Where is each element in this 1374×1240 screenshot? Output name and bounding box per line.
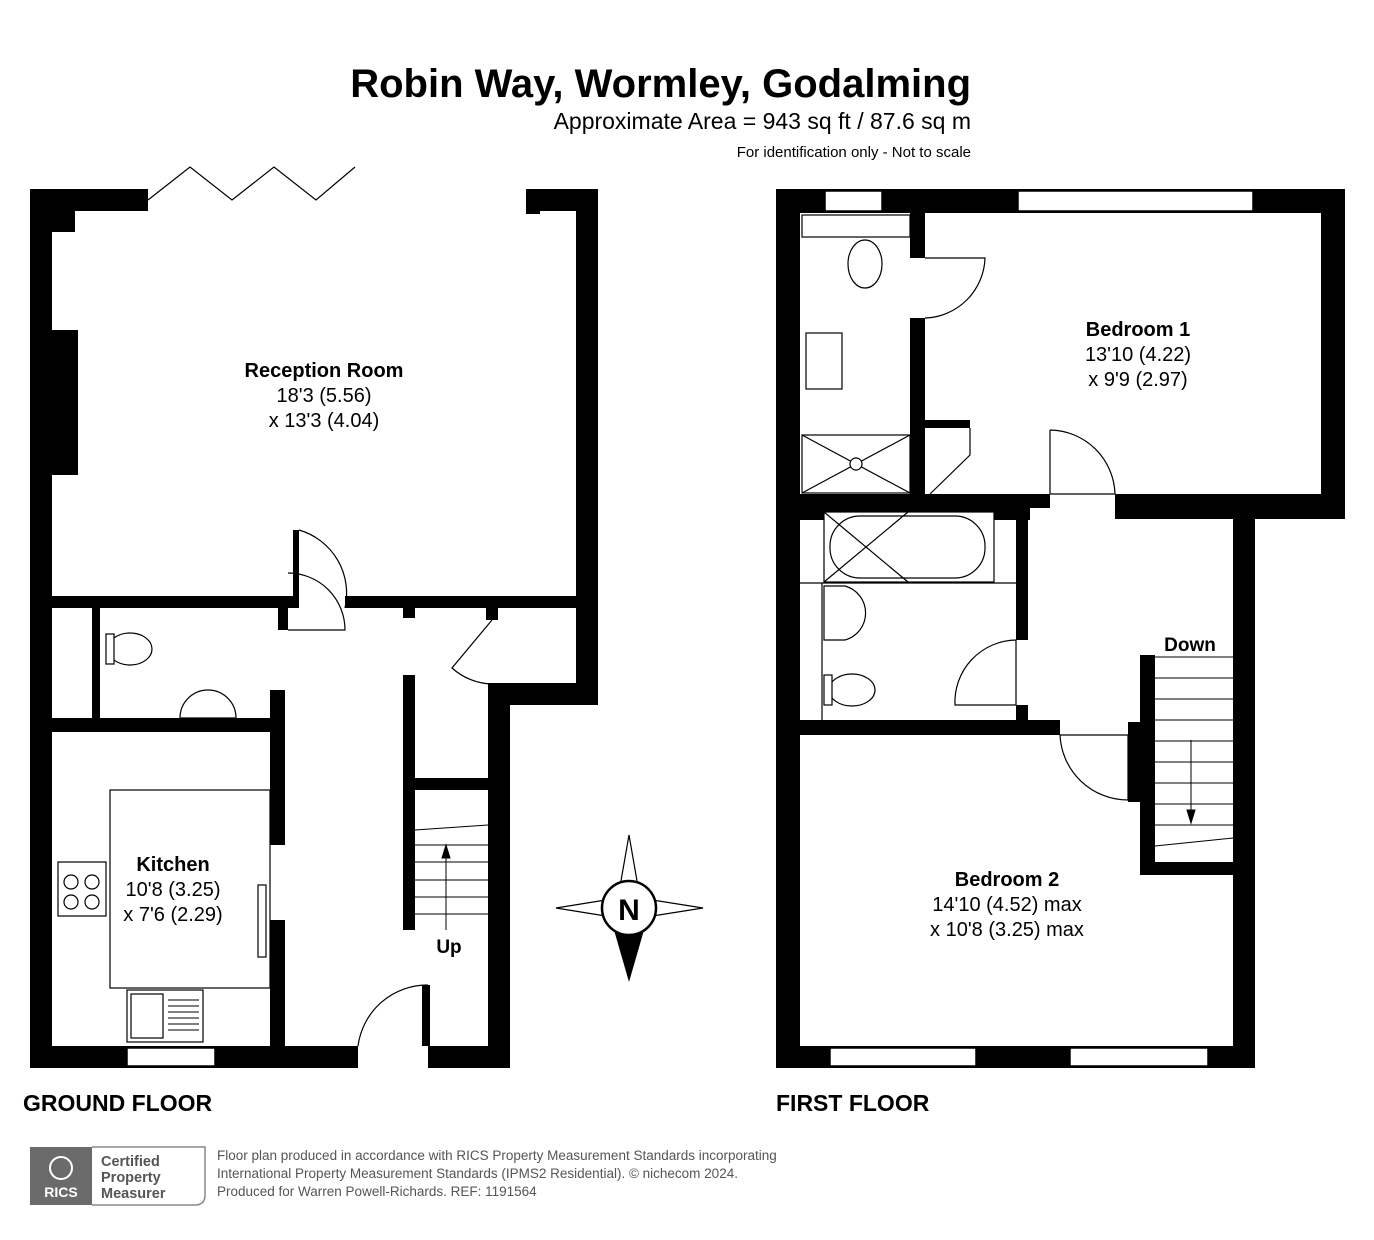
ground-floor-label: GROUND FLOOR: [23, 1090, 213, 1116]
footer-line: International Property Measurement Stand…: [217, 1166, 738, 1181]
footer-line: Floor plan produced in accordance with R…: [217, 1148, 777, 1163]
room-dimension: 14'10 (4.52) max: [932, 894, 1081, 916]
ground-floor-fixtures: [57, 166, 493, 1047]
rics-brand: RICS: [44, 1184, 77, 1200]
first-floor-walls: [776, 189, 1345, 1068]
kitchen-worktop: [109, 789, 271, 989]
stairs-label: Up: [436, 937, 461, 958]
door-swing: [298, 529, 348, 609]
door-swing: [1059, 734, 1129, 801]
room-dimension: x 9'9 (2.97): [1088, 369, 1187, 391]
rics-badge: RICS Certified Property Measurer: [30, 1146, 206, 1206]
cupboard-door: [929, 428, 971, 495]
ground-floor-walls: [30, 189, 598, 1068]
front-door-swing: [357, 984, 429, 1047]
stairs-label: Down: [1164, 635, 1216, 656]
plan-title: Robin Way, Wormley, Godalming: [350, 62, 971, 106]
toilet-icon: [847, 239, 883, 289]
door-swing: [1049, 429, 1116, 495]
room-name: Kitchen: [136, 854, 209, 876]
hob-icon: [57, 861, 107, 917]
door-swing: [287, 572, 346, 631]
compass-north-label: N: [618, 894, 640, 927]
room-dimension: 13'10 (4.22): [1085, 344, 1191, 366]
room-dimension: 18'3 (5.56): [277, 385, 372, 407]
footer-notes: Floor plan produced in accordance with R…: [217, 1147, 777, 1201]
basin-icon: [179, 689, 237, 719]
room-name: Reception Room: [245, 360, 404, 382]
door-swing: [954, 639, 1017, 706]
first-floor-label: FIRST FLOOR: [776, 1090, 930, 1116]
svg-text:Measurer: Measurer: [101, 1186, 166, 1202]
basin-icon: [805, 332, 843, 390]
room-name: Bedroom 1: [1086, 319, 1190, 341]
compass-icon: N: [555, 834, 704, 982]
bifold-doors: [147, 166, 356, 201]
room-dimension: 10'8 (3.25): [126, 879, 221, 901]
room-name: Bedroom 2: [955, 869, 1059, 891]
approximate-area: Approximate Area = 943 sq ft / 87.6 sq m: [553, 108, 971, 134]
basin-icon: [823, 585, 867, 641]
disclaimer: For identification only - Not to scale: [736, 144, 971, 161]
first-floor-stairs: [1154, 656, 1234, 847]
footer-line: Produced for Warren Powell-Richards. REF…: [217, 1184, 537, 1199]
svg-text:Property: Property: [101, 1170, 161, 1186]
rics-lion-logo: [49, 1156, 73, 1180]
door-swing: [451, 619, 493, 685]
svg-text:Certified: Certified: [101, 1154, 160, 1170]
room-dimension: x 13'3 (4.04): [269, 410, 380, 432]
room-dimension: x 10'8 (3.25) max: [930, 919, 1084, 941]
room-dimension: x 7'6 (2.29): [123, 904, 222, 926]
ground-stairs: [414, 824, 489, 930]
first-floor-fixtures: [800, 214, 1234, 847]
door-swing: [924, 257, 986, 319]
toilet-icon: [828, 673, 876, 707]
